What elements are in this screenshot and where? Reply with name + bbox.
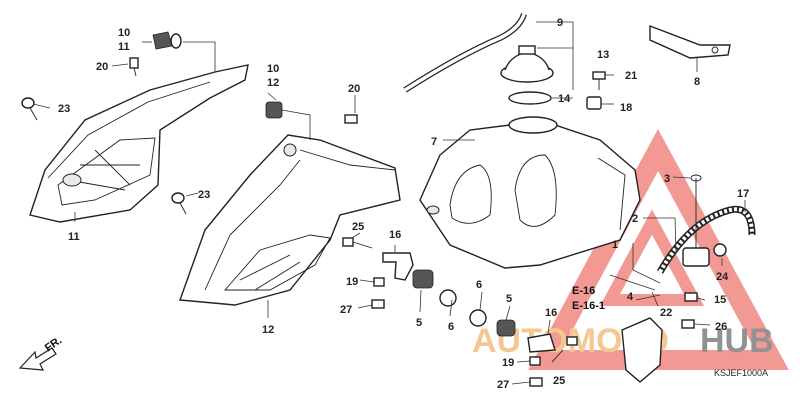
callout-19-upper: 19 [346,276,358,288]
fuel-valve-part-1 [682,178,710,267]
callout-6-upper: 6 [448,321,454,333]
fuel-tank-part-7 [419,116,641,269]
screw-part-23-left [21,97,38,121]
callout-19-lower: 19 [502,357,514,369]
callout-10-top: 10 [118,27,130,39]
bolt-part-20-top [129,57,139,77]
callout-15: 15 [714,294,726,306]
callout-12-mid: 12 [267,77,279,89]
callout-16-lower: 16 [545,307,557,319]
callout-9: 9 [557,17,563,29]
collar-part-6-upper [439,289,457,307]
washer-part-27-lower [529,377,543,387]
callout-26: 26 [715,321,727,333]
callout-25-upper: 25 [352,221,364,233]
callout-23-left: 23 [58,103,70,115]
callout-13: 13 [597,49,609,61]
bolt-part-20-right [344,114,358,124]
callout-22: 22 [660,307,672,319]
front-arrow-icon [18,347,57,371]
bracket-part-16-lower [527,333,556,353]
callout-25-lower: 25 [553,375,565,387]
callout-14: 14 [558,93,571,105]
callout-4: 4 [627,291,634,303]
reference-e16-1: E-16-1 [572,300,605,312]
drawing-code: KSJEF1000A [714,368,768,378]
callout-5-upper: 5 [416,317,422,329]
grommet-part-10 [152,31,182,50]
bolt-part-21 [592,71,606,90]
callout-24: 24 [716,271,729,283]
bracket-part-16-upper [382,252,414,281]
nut-part-19-upper [373,277,385,287]
callout-20-mid: 20 [348,83,360,95]
callout-6-lower: 6 [476,279,482,291]
callout-23-mid: 23 [198,189,210,201]
clip-part-24 [713,243,727,257]
callout-20-top: 20 [96,61,108,73]
callout-18: 18 [620,102,632,114]
right-shroud-part-12 [179,134,401,306]
heat-guard-part-22 [621,317,663,383]
callout-16-upper: 16 [389,229,401,241]
reference-e16: E-16 [572,285,595,297]
callout-17: 17 [737,188,749,200]
front-direction-indicator: FR. [18,334,64,371]
callout-27-lower: 27 [497,379,509,391]
callout-labels: 10 11 20 23 11 10 12 20 23 12 9 13 14 21… [58,17,749,391]
washer-part-27-upper [371,299,385,309]
bolt-part-26 [681,319,695,329]
rubber-mount-part-5-lower [496,319,516,337]
collar-part-6-lower [469,309,487,327]
callout-5-lower: 5 [506,293,512,305]
watermark-triangle-inner [599,209,705,306]
callout-10-mid: 10 [267,63,279,75]
grommet-part-12 [265,101,283,119]
callout-3: 3 [664,173,670,185]
callout-12-bottom: 12 [262,324,274,336]
watermark-text-hub: HUB [700,322,774,360]
bracket-part-8 [649,24,731,59]
o-ring-part-3 [690,174,702,182]
callout-1: 1 [612,239,618,251]
screw-part-23-middle [171,192,187,215]
callout-27-upper: 27 [340,304,352,316]
bolt-part-15 [684,292,698,302]
rubber-mount-part-5-upper [412,269,434,289]
fuel-hose-part-17 [656,205,756,274]
callout-8: 8 [694,76,700,88]
callout-7: 7 [431,136,437,148]
callout-2: 2 [632,213,638,225]
nut-part-19-lower [529,356,541,366]
bolt-part-25-lower [551,336,578,363]
left-shroud-part-11 [29,64,249,223]
callout-11-bottom: 11 [68,231,80,243]
cap-gasket-part-14 [508,91,552,105]
collar-part-18 [586,96,602,110]
fuel-cap-part-13 [500,45,554,83]
leader-lines [32,21,746,385]
bolt-part-25-upper [342,237,373,249]
callout-11-top: 11 [118,41,130,53]
callout-21: 21 [625,70,637,82]
